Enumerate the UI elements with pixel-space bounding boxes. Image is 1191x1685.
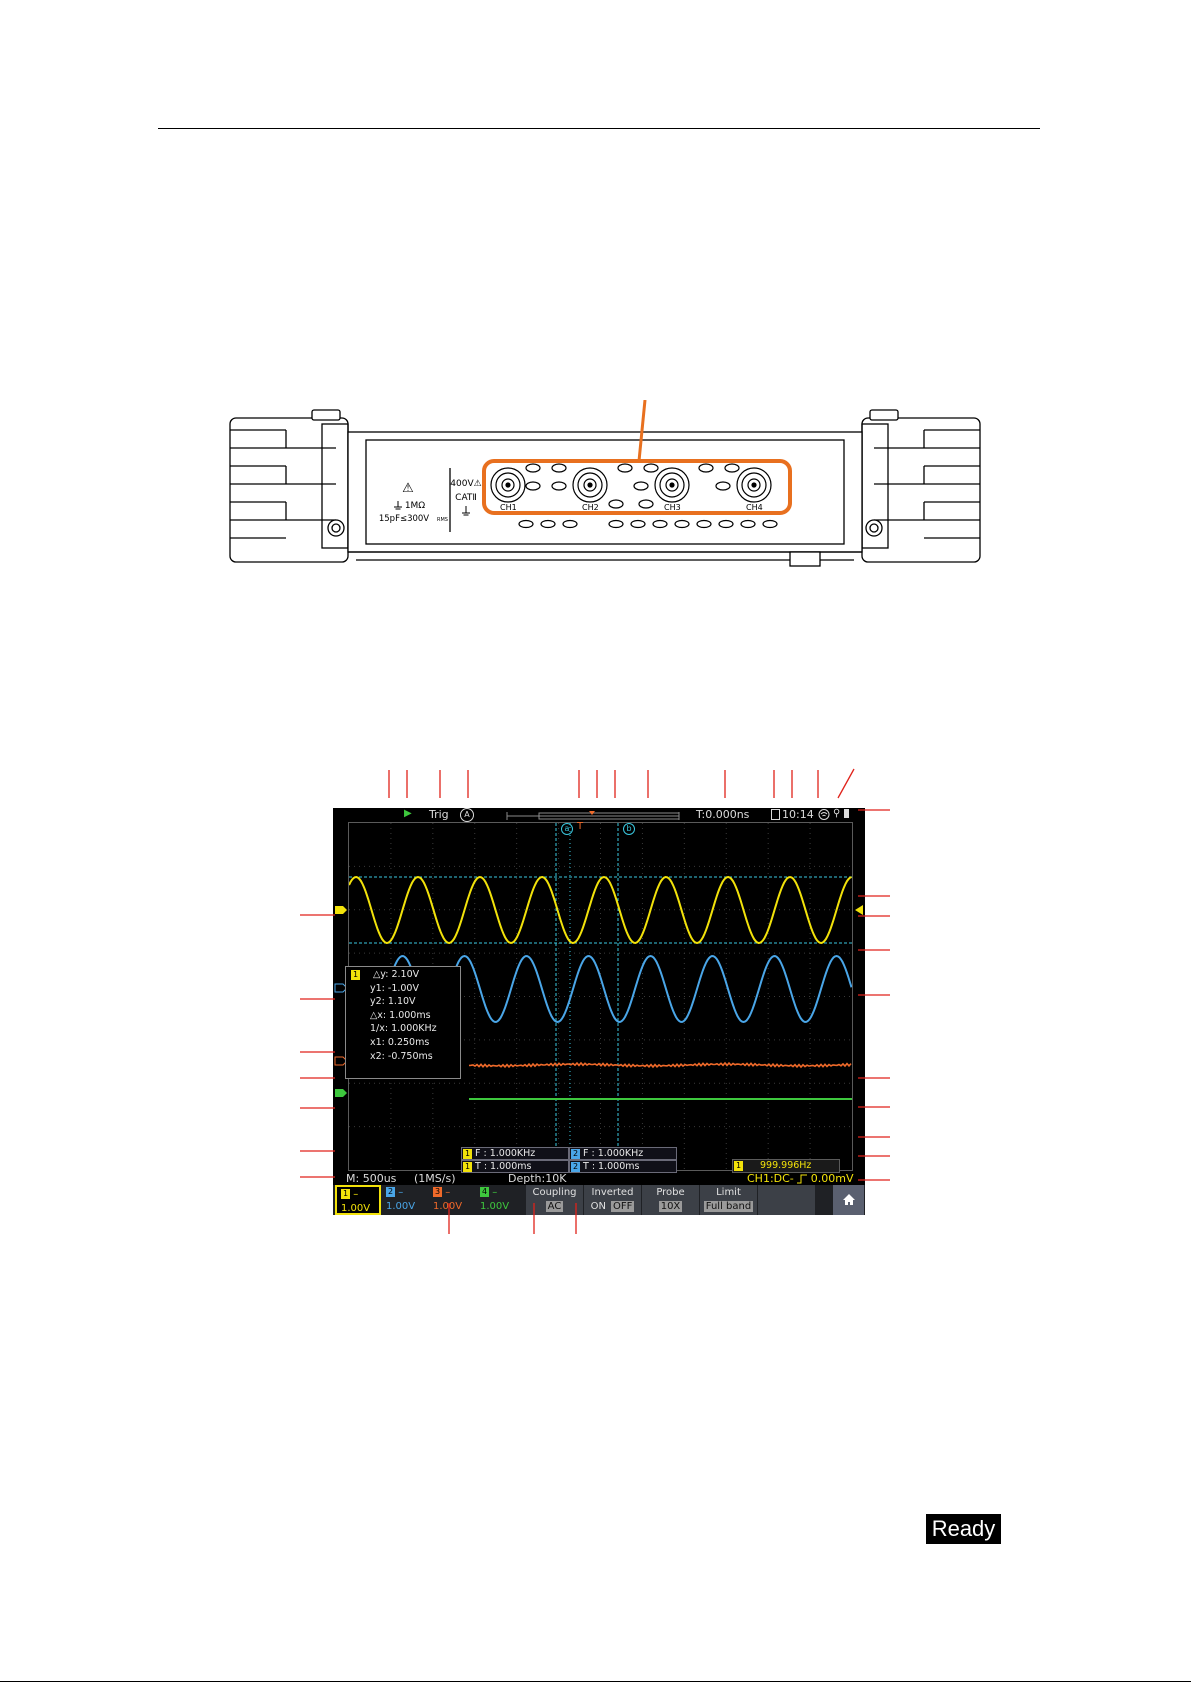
ch4-offset-marker	[335, 1089, 347, 1097]
ch3-menu-item[interactable]: 3 – 1.00V	[433, 1187, 463, 1212]
timebase-label[interactable]: M: 500us	[346, 1172, 397, 1185]
channel-label-4: CH4	[746, 503, 763, 512]
input-spec-suffix: RMS	[437, 517, 448, 523]
bnc-connector-4: CH4	[736, 467, 772, 512]
impedance-label: 1MΩ	[405, 501, 425, 511]
panel-button	[562, 519, 578, 529]
header-rule	[158, 128, 1040, 129]
coupling-button[interactable]: Coupling AC	[526, 1185, 584, 1215]
panel-button	[696, 519, 712, 529]
oscilloscope-screen: ▶ Trig A T:0.000ns 10:14 ⚲ a T b 1△y: 2.…	[333, 808, 865, 1215]
callout-line-top	[837, 768, 855, 799]
channel-label-1: CH1	[500, 503, 517, 512]
ch2-menu-item[interactable]: 2 – 1.00V	[386, 1187, 416, 1212]
panel-button	[638, 499, 654, 509]
panel-button	[715, 481, 731, 491]
ch1-waveform	[348, 875, 852, 945]
bnc-connector-1: CH1	[490, 467, 526, 512]
panel-button	[674, 519, 690, 529]
ch4-menu-item[interactable]: 4 – 1.00V	[480, 1187, 510, 1212]
channel-label-2: CH2	[582, 503, 599, 512]
ch3-waveform	[468, 1061, 852, 1069]
channel-markers	[334, 905, 863, 1097]
panel-button	[633, 481, 649, 491]
clock-icon	[771, 809, 780, 820]
limit-button[interactable]: Limit Full band	[700, 1185, 758, 1215]
voltage-rating-label: 400V⚠	[450, 479, 481, 489]
cursor-label-b[interactable]: b	[623, 823, 635, 835]
panel-button	[551, 463, 567, 473]
bnc-connectors: CH1 CH2 CH3 CH4	[490, 463, 778, 529]
clock-time: 10:14	[782, 808, 814, 821]
play-icon[interactable]: ▶	[404, 808, 412, 819]
battery-icon	[844, 809, 849, 818]
panel-button	[608, 499, 624, 509]
channel-label-3: CH3	[664, 503, 681, 512]
memory-position-bar[interactable]	[503, 810, 683, 822]
left-bumper	[229, 409, 349, 563]
panel-button	[630, 519, 646, 529]
panel-button	[643, 463, 659, 473]
ch1-offset-marker	[335, 906, 347, 914]
usb-icon: ⚲	[833, 808, 841, 819]
home-icon	[842, 1194, 855, 1205]
trigger-time: T:0.000ns	[696, 808, 750, 821]
ground-icon	[462, 506, 470, 516]
ground-icon	[394, 501, 402, 510]
panel-button	[698, 463, 714, 473]
panel-button	[652, 519, 668, 529]
trigger-position-icon[interactable]: T	[577, 821, 584, 832]
ch1-tag: 1	[351, 969, 360, 980]
panel-body	[347, 431, 863, 567]
panel-button	[518, 519, 534, 529]
empty-menu-slot[interactable]	[758, 1185, 816, 1215]
panel-button	[540, 519, 556, 529]
sample-rate-label: (1MS/s)	[414, 1172, 456, 1185]
bnc-connector-2: CH2	[572, 467, 608, 512]
highlight-pointer	[637, 400, 647, 462]
panel-button	[762, 519, 778, 529]
wifi-icon	[818, 809, 830, 820]
panel-button	[608, 519, 624, 529]
bottom-menu: 1 – 1.00V 2 – 1.00V 3 – 1.00V 4 – 1.00V …	[333, 1185, 865, 1215]
panel-button	[617, 463, 633, 473]
footer-rule	[0, 1681, 1191, 1682]
right-bumper	[861, 409, 981, 563]
panel-button	[551, 481, 567, 491]
oscilloscope-front-panel: ⚠ 1MΩ 15pF≤300V RMS 400V⚠ CATⅡ CH1 CH2 CH3…	[229, 400, 981, 567]
trig-status: Trig	[429, 808, 449, 821]
panel-button	[525, 463, 541, 473]
auto-mode-indicator: A	[460, 808, 474, 822]
ch1-menu-item[interactable]: 1 – 1.00V	[335, 1185, 381, 1215]
cursor-measure-window: 1△y: 2.10V y1: -1.00V y2: 1.10V △x: 1.00…	[345, 966, 461, 1079]
trigger-info[interactable]: CH1:DC- 0.00mV	[747, 1172, 854, 1185]
panel-button	[740, 519, 756, 529]
probe-button[interactable]: Probe 10X	[642, 1185, 700, 1215]
bnc-connector-3: CH3	[654, 467, 690, 512]
bnc-highlight-box	[482, 459, 792, 515]
status-indicator: Ready	[926, 1514, 1001, 1544]
input-spec-label: 15pF≤300V	[379, 514, 429, 524]
rising-edge-icon	[797, 1174, 808, 1184]
cursor-label-a[interactable]: a	[561, 823, 573, 835]
warning-icon: ⚠	[402, 481, 414, 496]
panel-button	[724, 463, 740, 473]
trigger-level-marker	[855, 905, 863, 915]
home-button[interactable]	[833, 1185, 865, 1215]
panel-button	[718, 519, 734, 529]
panel-button	[525, 481, 541, 491]
category-label: CATⅡ	[455, 493, 477, 503]
memory-depth-label: Depth:10K	[508, 1172, 567, 1185]
